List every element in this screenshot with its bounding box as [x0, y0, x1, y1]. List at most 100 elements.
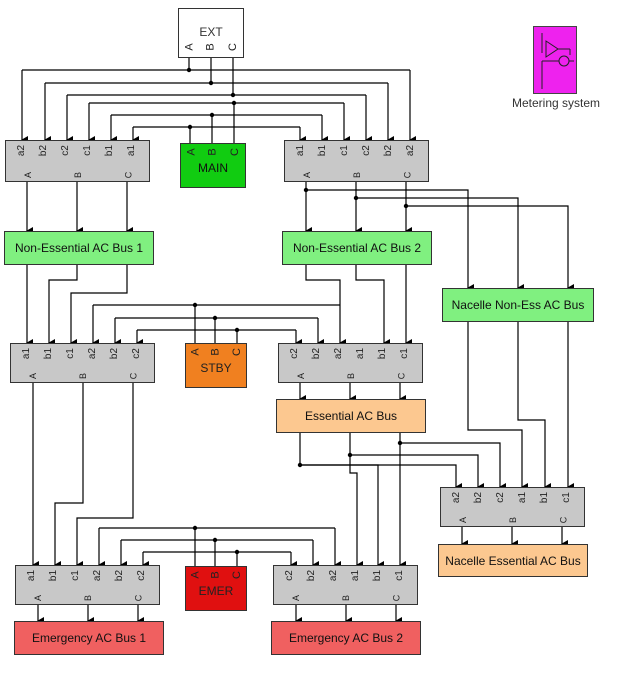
- non-essential-ac-bus-1[interactable]: Non-Essential AC Bus 1: [4, 231, 154, 265]
- switch-output-label: B: [73, 171, 84, 179]
- switch-input-label: c2: [135, 570, 147, 581]
- main-phase-c: C: [228, 148, 241, 156]
- wire-arrow: [76, 383, 134, 569]
- switch-input-label: c2: [130, 348, 142, 359]
- essential-ac-bus[interactable]: Essential AC Bus: [276, 399, 426, 433]
- emer-phase-a: A: [189, 571, 202, 579]
- switch-output-label: C: [391, 594, 402, 602]
- junction-dot: [403, 203, 409, 209]
- switch-input-label: c1: [338, 145, 350, 156]
- switch-output-label: B: [352, 171, 363, 179]
- main-phase-b: B: [206, 148, 219, 156]
- wire-arrow: [48, 265, 78, 347]
- wire-arrow: [517, 322, 551, 491]
- wire-arrow: [349, 455, 363, 569]
- switch-input-label: a1: [26, 569, 38, 582]
- switch-output-label: C: [396, 372, 407, 380]
- switch-input-label: c1: [393, 570, 405, 581]
- emer-phase-b: B: [209, 571, 222, 579]
- stby-label: STBY: [200, 361, 232, 375]
- switch-input-label: a2: [405, 144, 417, 157]
- switch-output-label: A: [296, 372, 307, 380]
- emergency-ac-bus-1[interactable]: Emergency AC Bus 1: [14, 621, 164, 655]
- junction-dot: [353, 195, 359, 201]
- nacelle-essential-ac-bus[interactable]: Nacelle Essential AC Bus: [438, 544, 588, 577]
- switch-input-label: b2: [311, 347, 323, 360]
- switch-input-label: c1: [69, 570, 81, 581]
- switch-input-label: b1: [48, 569, 60, 582]
- junction-dot: [212, 315, 218, 321]
- switch-input-label: a2: [451, 491, 463, 504]
- switch-output-label: A: [23, 171, 34, 179]
- switch-output-label: C: [128, 372, 139, 380]
- stby-phase-c: C: [230, 348, 243, 356]
- switch-input-label: c2: [360, 145, 372, 156]
- main-phase-a: A: [185, 148, 198, 156]
- wire-arrow: [349, 433, 484, 491]
- wire-arrow: [300, 464, 384, 569]
- nacelle-non-ess-ac-bus[interactable]: Nacelle Non-Ess AC Bus: [442, 288, 594, 322]
- switch-output-label: A: [302, 171, 313, 179]
- switch-input-label: a2: [92, 569, 104, 582]
- switch-input-label: a1: [126, 144, 138, 157]
- switch-input-label: b2: [114, 569, 126, 582]
- switch-output-label: C: [558, 516, 569, 524]
- switch-input-label: a2: [333, 347, 345, 360]
- main-source[interactable]: A B C MAIN: [180, 143, 246, 188]
- emergency-ac-bus-2[interactable]: Emergency AC Bus 2: [271, 621, 421, 655]
- switch-output-label: B: [508, 516, 519, 524]
- switch-input-label: c1: [560, 492, 572, 503]
- switch-input-label: b2: [38, 144, 50, 157]
- switch-input-label: b2: [473, 491, 485, 504]
- switch-input-label: a2: [87, 347, 99, 360]
- non-essential-ac-bus-2[interactable]: Non-Essential AC Bus 2: [282, 231, 432, 265]
- wire-arrow: [399, 433, 506, 491]
- switch-input-label: b2: [109, 347, 121, 360]
- meter-icon: [541, 33, 574, 89]
- switch-output-label: A: [291, 594, 302, 602]
- junction-dot: [209, 112, 215, 118]
- switch-input-label: c1: [398, 348, 410, 359]
- ext-phase-b: B: [204, 43, 217, 51]
- metering-system-block[interactable]: [533, 26, 577, 94]
- junction-dot: [234, 549, 240, 555]
- junction-dot: [234, 327, 240, 333]
- switch-output-label: C: [402, 171, 413, 179]
- wire-group: [21, 58, 574, 625]
- switch-output-label: A: [33, 594, 44, 602]
- switch-input-label: a1: [350, 569, 362, 582]
- wire-arrow: [305, 265, 346, 347]
- switch-input-label: c1: [81, 145, 93, 156]
- switch-input-label: c1: [64, 348, 76, 359]
- switch-input-label: c2: [494, 492, 506, 503]
- switch-output-label: C: [123, 171, 134, 179]
- switch-output-label: B: [346, 372, 357, 380]
- switch-input-label: a1: [21, 347, 33, 360]
- stby-source[interactable]: A B C STBY: [185, 343, 247, 388]
- stby-phase-b: B: [209, 348, 222, 356]
- junction-dot: [303, 187, 309, 193]
- switch-input-label: a2: [328, 569, 340, 582]
- switch-output-label: A: [458, 516, 469, 524]
- wire-arrow: [70, 265, 128, 347]
- ext-source[interactable]: EXT A B C: [178, 8, 244, 58]
- junction-dot: [347, 452, 353, 458]
- switch-output-label: A: [28, 372, 39, 380]
- emer-label: EMER: [198, 584, 234, 598]
- junction-dot: [297, 462, 303, 468]
- switch-input-label: b2: [383, 144, 395, 157]
- switch-input-label: b1: [317, 144, 329, 157]
- emer-source[interactable]: A B C EMER: [185, 566, 247, 611]
- wire-arrow: [467, 322, 528, 491]
- switch-output-label: B: [78, 372, 89, 380]
- wire-arrow: [54, 383, 84, 569]
- wire-arrow: [306, 189, 474, 292]
